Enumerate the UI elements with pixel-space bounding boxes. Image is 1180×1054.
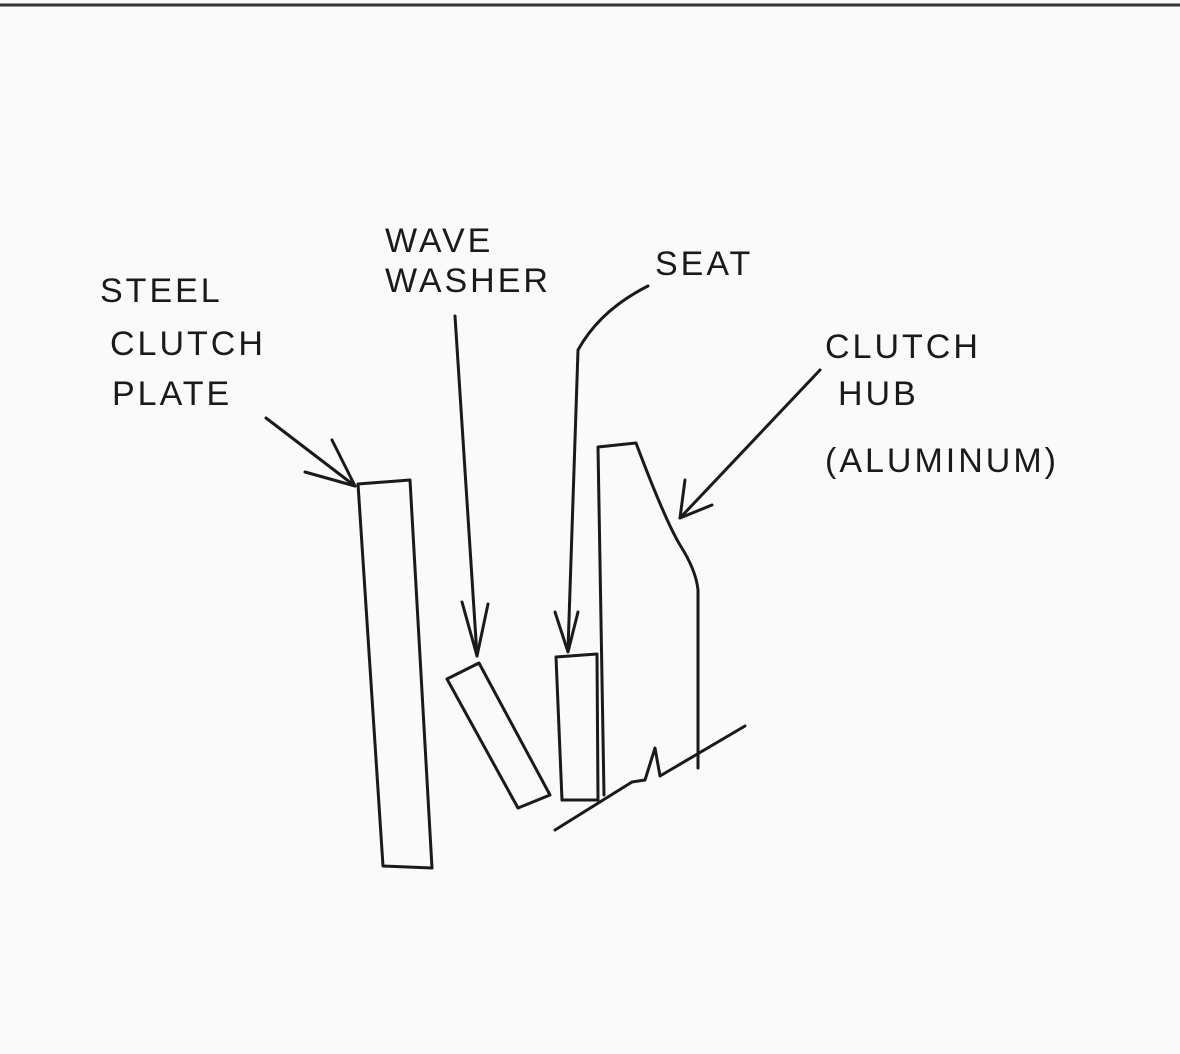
label-clutch: CLUTCH <box>110 325 266 363</box>
seat <box>554 652 600 802</box>
seat-arrow <box>553 284 650 654</box>
wave-washer-arrow <box>453 314 490 658</box>
label-plate: PLATE <box>112 375 232 413</box>
clutch-hub <box>553 441 747 832</box>
clutch-hub-arrow <box>678 368 822 520</box>
wave-washer <box>445 661 552 810</box>
label-hub: HUB <box>838 375 919 413</box>
label-seat: SEAT <box>655 245 753 283</box>
label-hub-clutch: CLUTCH <box>825 328 981 366</box>
label-wave: WAVE <box>385 222 493 260</box>
label-aluminum: (ALUMINUM) <box>825 442 1059 480</box>
label-steel: STEEL <box>100 272 223 310</box>
steel-clutch-plate-arrow <box>264 416 357 488</box>
break-line <box>553 724 747 832</box>
label-washer: WASHER <box>385 262 551 300</box>
steel-clutch-plate <box>356 478 434 870</box>
